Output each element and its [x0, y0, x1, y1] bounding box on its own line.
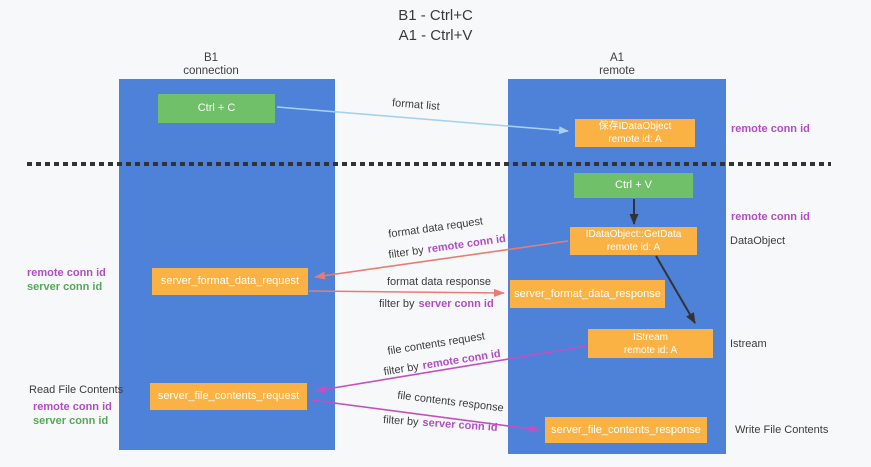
- server-format-data-request-box: server_format_data_request: [152, 268, 308, 295]
- remote-conn-id-annotation-2: remote conn id: [731, 211, 810, 223]
- file-contents-response-label: file contents response: [396, 389, 505, 415]
- istream-line2: remote id: A: [623, 344, 678, 356]
- server-format-data-response-label: server_format_data_response: [514, 287, 661, 300]
- save-idataobject-box: 保存IDataObject remote id: A: [575, 119, 695, 147]
- ctrl-v-label: Ctrl + V: [615, 179, 652, 191]
- remote-conn-id-annotation-left-2: remote conn id: [33, 401, 112, 413]
- right-column-header: A1 remote: [557, 52, 677, 78]
- write-file-contents-annotation: Write File Contents: [735, 424, 829, 436]
- remote-conn-id-text: remote conn id: [421, 347, 502, 373]
- title-line-a1: A1 - Ctrl+V: [398, 27, 473, 44]
- getdata-line1: IDataObject::GetData: [585, 229, 682, 240]
- read-file-contents-annotation: Read File Contents: [29, 384, 124, 396]
- server-format-data-response-box: server_format_data_response: [510, 280, 665, 308]
- server-file-contents-request-box: server_file_contents_request: [150, 383, 307, 410]
- server-conn-id-text: server conn id: [418, 298, 494, 310]
- right-column-title: A1: [609, 52, 625, 64]
- server-conn-id-text: server conn id: [422, 416, 498, 434]
- filter-by-text: filter by: [382, 414, 419, 429]
- server-format-data-request-label: server_format_data_request: [160, 275, 300, 287]
- format-data-response-arrow: [308, 288, 505, 297]
- left-column-subtitle: connection: [183, 65, 239, 77]
- filter-by-text: filter by: [387, 244, 425, 262]
- getdata-line2: remote id: A: [606, 242, 661, 253]
- left-column-header: B1 connection: [150, 52, 272, 78]
- ctrl-c-label: Ctrl + C: [197, 102, 236, 114]
- remote-conn-id-text: remote conn id: [426, 232, 507, 256]
- istream-annotation: Istream: [730, 338, 767, 350]
- istream-box: IStream remote id: A: [588, 329, 713, 358]
- idataobject-getdata-box: IDataObject::GetData remote id: A: [570, 227, 697, 255]
- filter-by-text: filter by: [379, 298, 415, 310]
- server-conn-id-annotation-left-2: server conn id: [33, 415, 109, 427]
- server-conn-id-annotation-left-1: server conn id: [27, 281, 103, 293]
- filter-by-text: filter by: [382, 360, 420, 379]
- ctrl-c-box: Ctrl + C: [158, 94, 275, 123]
- copy-paste-divider-line: [27, 162, 831, 166]
- save-idataobject-line1: 保存IDataObject: [598, 121, 672, 132]
- dataobject-annotation: DataObject: [730, 235, 786, 247]
- title-line-b1: B1 - Ctrl+C: [398, 7, 473, 24]
- remote-conn-id-annotation-1: remote conn id: [731, 123, 810, 135]
- remote-conn-id-annotation-left-1: remote conn id: [27, 267, 106, 279]
- left-column-title: B1: [203, 52, 219, 64]
- diagram-title: B1 - Ctrl+C A1 - Ctrl+V: [0, 6, 871, 46]
- server-file-contents-request-label: server_file_contents_request: [157, 390, 300, 402]
- format-list-label: format list: [391, 97, 441, 113]
- server-file-contents-response-box: server_file_contents_response: [545, 417, 707, 443]
- istream-line1: IStream: [632, 331, 668, 343]
- format-data-response-label: format data response: [387, 276, 491, 288]
- ctrl-v-box: Ctrl + V: [574, 173, 693, 198]
- server-file-contents-response-label: server_file_contents_response: [551, 423, 701, 436]
- right-column-subtitle: remote: [599, 65, 635, 77]
- save-idataobject-line2: remote id: A: [608, 134, 662, 145]
